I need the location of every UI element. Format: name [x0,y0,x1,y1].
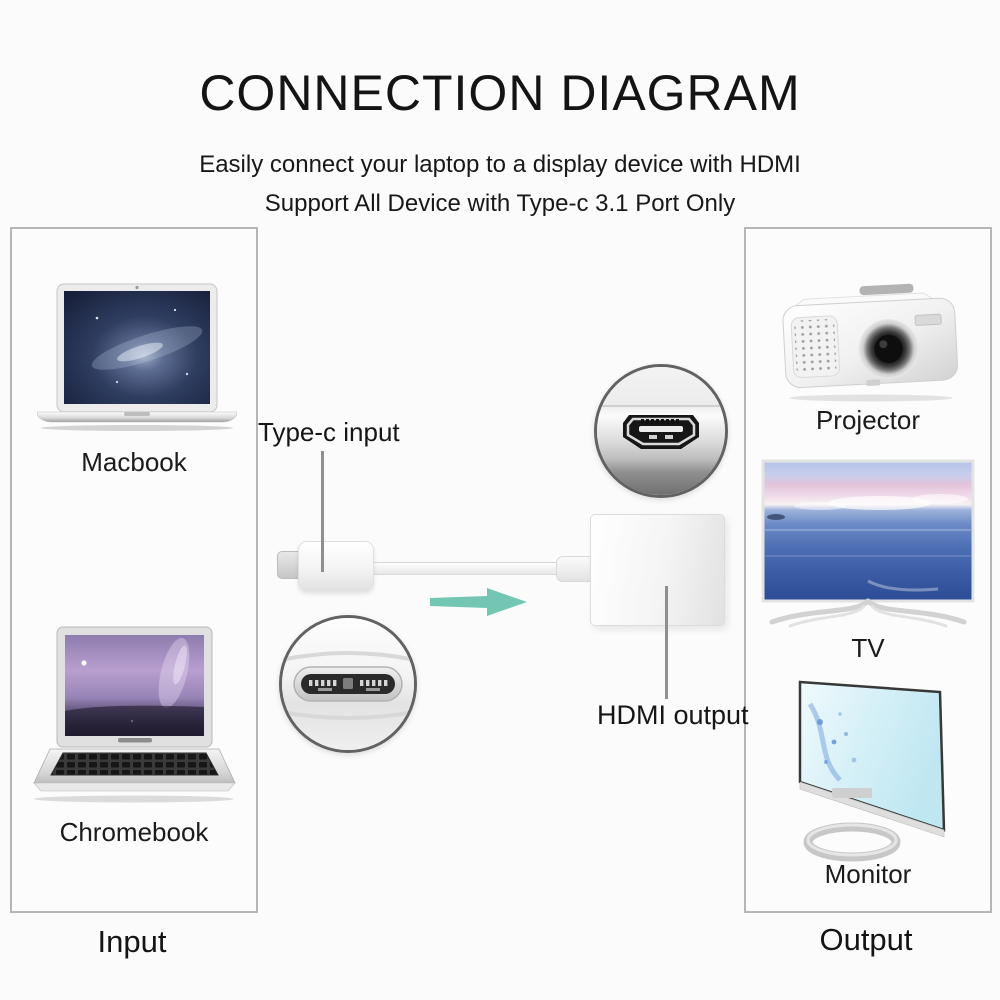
adapter-cable [368,562,566,575]
typec-plug-body [298,541,374,591]
hdmi-port-closeup-icon [594,364,728,498]
right-arrow-icon [430,585,530,621]
monitor-label: Monitor [824,859,912,889]
output-panel-caption: Output [819,922,913,957]
typec-leader-line [321,451,324,572]
tv-label: TV [851,633,885,663]
typec-connector-closeup-icon [279,615,417,753]
subtitle-line-1: Easily connect your laptop to a display … [199,151,801,178]
hdmi-output-label: HDMI output [597,700,749,730]
subtitle-line-2: Support All Device with Type-c 3.1 Port … [264,190,736,217]
page-title: CONNECTION DIAGRAM [199,65,801,121]
typec-input-label: Type-c input [258,417,400,447]
adapter-body [590,514,725,626]
projector-label: Projector [815,405,921,435]
macbook-label: Macbook [81,447,187,477]
input-panel-caption: Input [97,924,167,959]
monitor-image [788,670,956,864]
output-panel: Projector [744,227,992,913]
cable-strain-relief [556,556,596,582]
projector-image [776,272,961,404]
input-panel: Macbook [10,227,258,913]
chromebook-image [22,625,247,807]
chromebook-label: Chromebook [59,817,209,847]
tv-image [760,459,976,631]
hdmi-leader-line [665,586,668,699]
macbook-image [37,282,237,434]
